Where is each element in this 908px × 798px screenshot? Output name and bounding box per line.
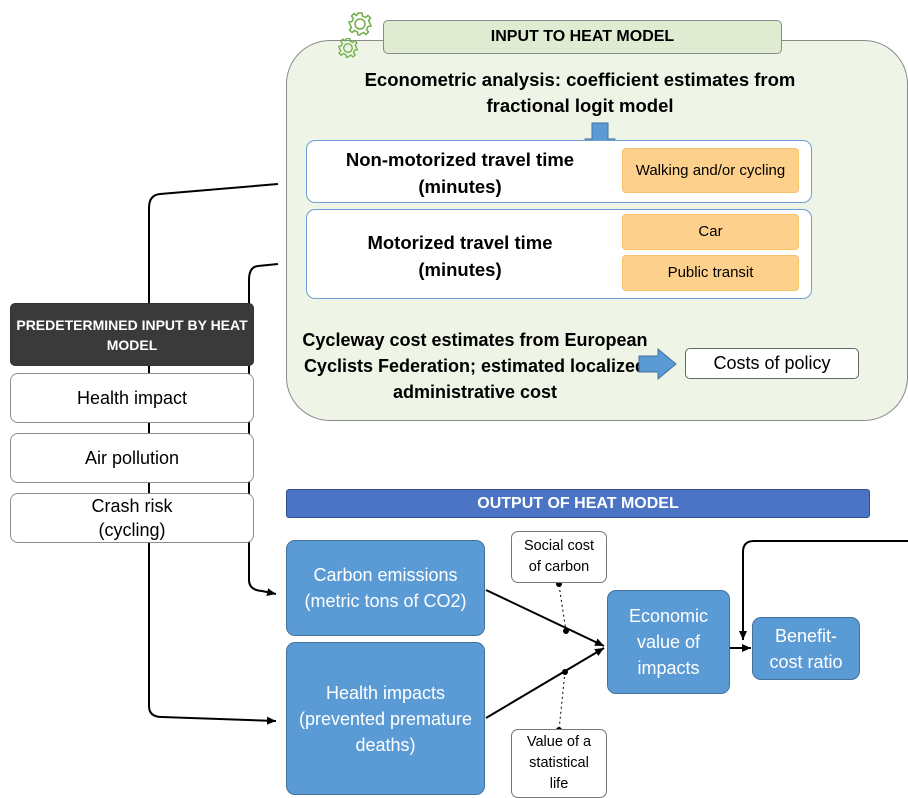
value-of-statistical-life-box: Value of a statistical life bbox=[511, 729, 607, 798]
social-cost-of-carbon-box: Social cost of carbon bbox=[511, 531, 607, 583]
economic-value-box: Economic value of impacts bbox=[607, 590, 730, 694]
crash-risk-item: Crash risk (cycling) bbox=[10, 493, 254, 543]
output-header: OUTPUT OF HEAT MODEL bbox=[286, 489, 870, 518]
dot-social-cost-bottom bbox=[563, 628, 569, 634]
connector-motorized-to-carbon bbox=[248, 263, 279, 597]
health-impacts-box: Health impacts (prevented premature deat… bbox=[286, 642, 485, 795]
dot-value-life-top bbox=[562, 669, 568, 675]
walking-cycling-mode: Walking and/or cycling bbox=[622, 148, 799, 193]
gear-icon bbox=[338, 12, 373, 58]
dotted-value-life bbox=[558, 671, 566, 731]
carbon-emissions-box: Carbon emissions (metric tons of CO2) bbox=[286, 540, 485, 636]
connector-health-to-economic bbox=[485, 647, 605, 719]
air-pollution-item: Air pollution bbox=[10, 433, 254, 483]
econometric-analysis-text: Econometric analysis: coefficient estima… bbox=[364, 69, 796, 116]
non-motorized-label: Non-motorized travel time (minutes) bbox=[345, 149, 575, 197]
health-impact-item: Health impact bbox=[10, 373, 254, 423]
connector-right-to-benefit bbox=[739, 540, 908, 640]
input-header: INPUT TO HEAT MODEL bbox=[383, 20, 782, 54]
cost-estimates-text: Cycleway cost estimates from European Cy… bbox=[302, 330, 648, 402]
public-transit-mode: Public transit bbox=[622, 255, 799, 291]
benefit-cost-ratio-box: Benefit-cost ratio bbox=[752, 617, 860, 680]
costs-of-policy-box: Costs of policy bbox=[685, 348, 859, 379]
predetermined-header: PREDETERMINED INPUT BY HEAT MODEL bbox=[10, 303, 254, 366]
motorized-label: Motorized travel time (minutes) bbox=[367, 232, 553, 280]
connector-carbon-to-economic bbox=[485, 589, 605, 647]
right-arrow-icon bbox=[638, 348, 677, 380]
car-mode: Car bbox=[622, 214, 799, 250]
